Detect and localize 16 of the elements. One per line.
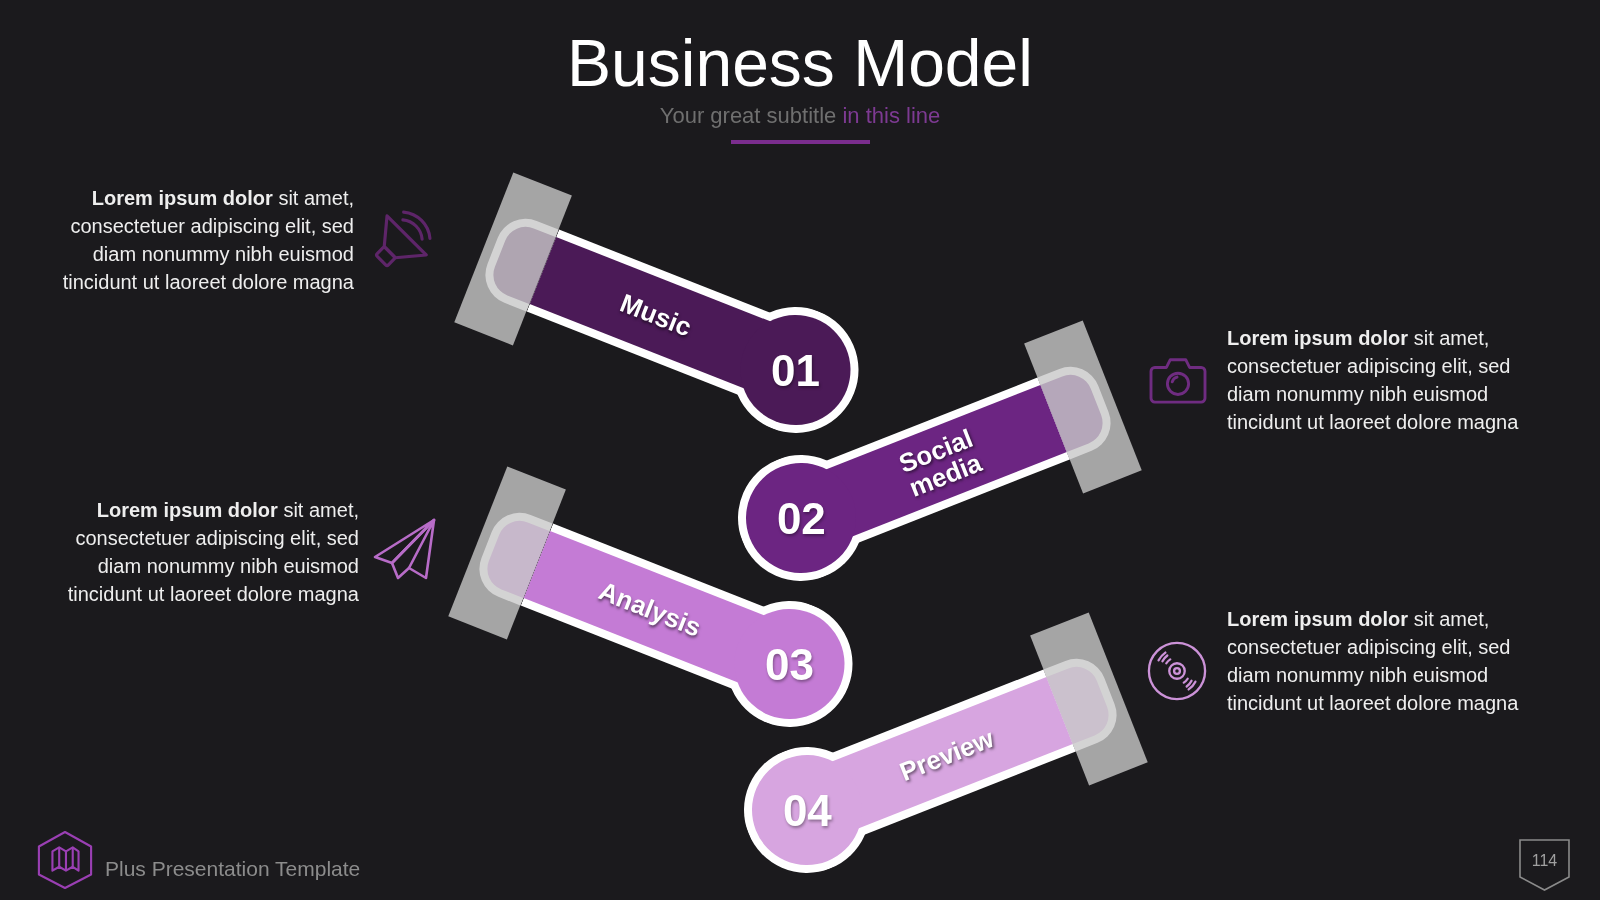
slide-title: Business Model [567, 30, 1033, 96]
tag-label: Social media [895, 424, 986, 502]
page-number: 114 [1519, 839, 1570, 891]
subtitle: Your great subtitle [659, 103, 837, 128]
subtitle-highlight: in this line [842, 103, 941, 128]
tag-shape [526, 229, 858, 433]
step-number: 03 [764, 641, 814, 688]
step-number: 01 [770, 347, 820, 394]
step-number: 04 [782, 787, 832, 834]
description-text: Lorem ipsum dolor sit amet, consectetuer adipiscing elit, sed diam nonummy nibh euismod tincidunt ut laoreet dolore magna [61, 186, 354, 295]
tag-label: Music [616, 289, 695, 341]
description-text: Lorem ipsum dolor sit amet, consectetuer adipiscing elit, sed diam nonummy nibh euismod tincidunt ut laoreet dolore magna [1227, 607, 1520, 716]
description-text: Lorem ipsum dolor sit amet, consectetuer adipiscing elit, sed diam nonummy nibh euismod tincidunt ut laoreet dolore magna [66, 498, 359, 607]
footer-text: Plus Presentation Template [105, 856, 361, 882]
description-text: Lorem ipsum dolor sit amet, consectetuer adipiscing elit, sed diam nonummy nibh euismod tincidunt ut laoreet dolore magna [1227, 326, 1520, 435]
step-number: 02 [776, 495, 826, 542]
